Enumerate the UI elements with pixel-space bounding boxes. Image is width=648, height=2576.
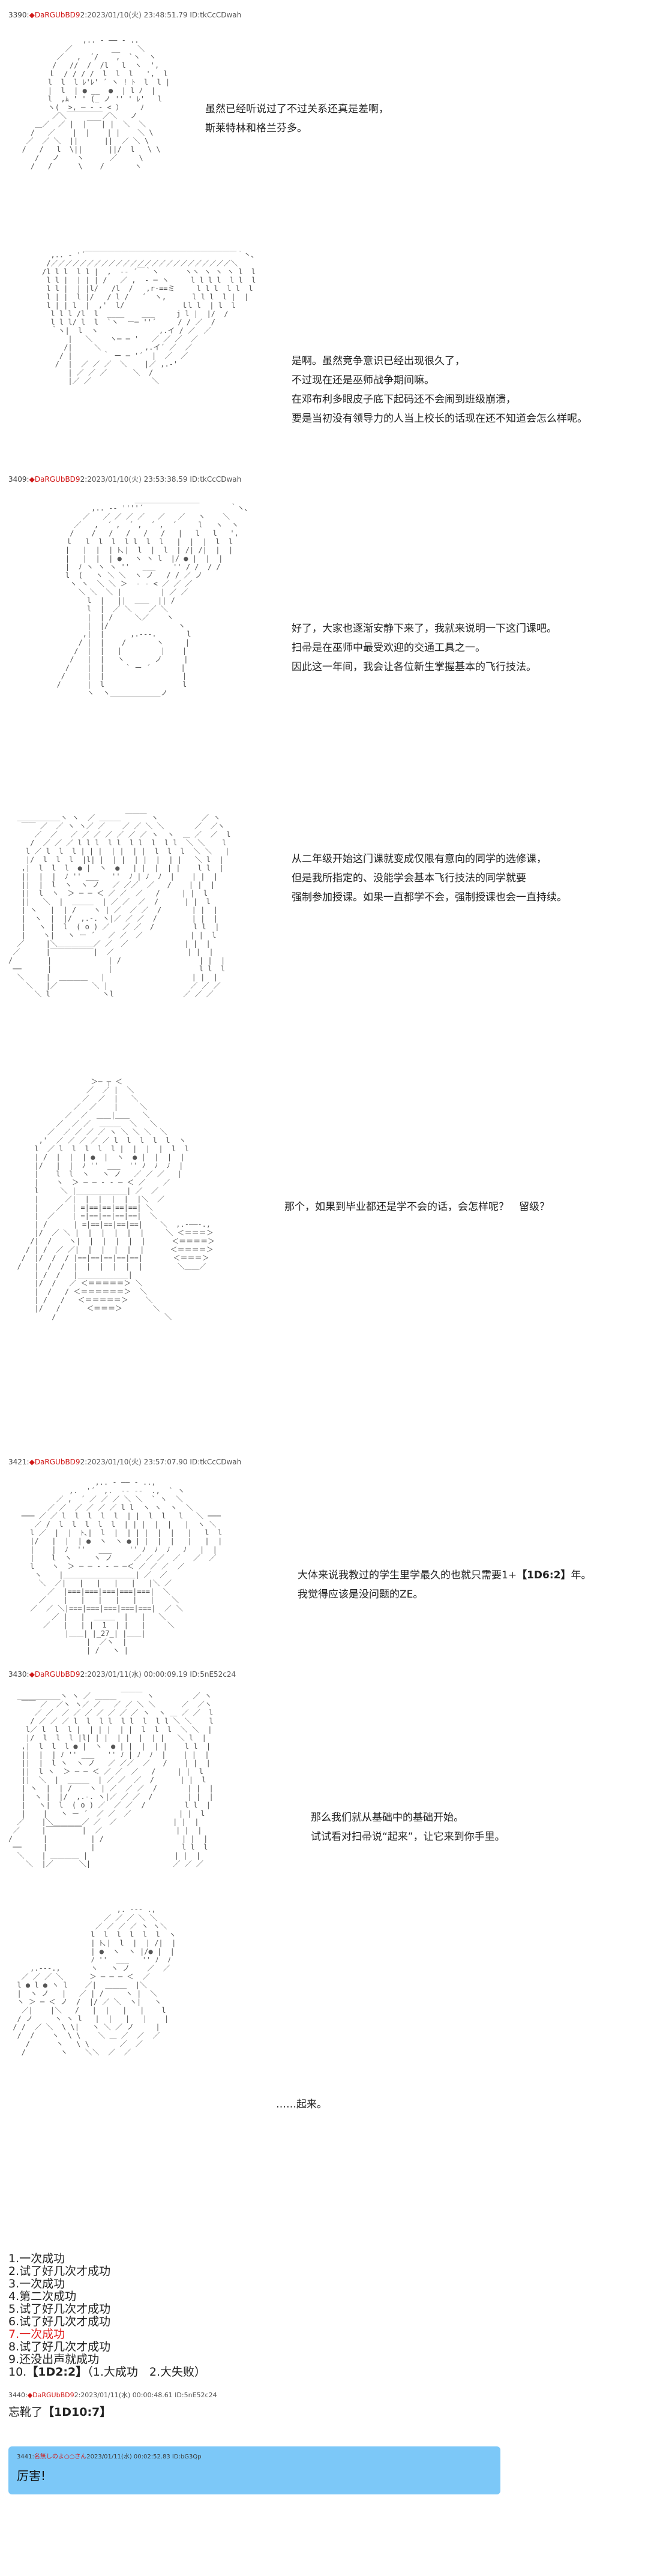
roll-option: 10.【1D2:2】（1.大成功 2.大失败） — [8, 2366, 206, 2379]
dialog-line: 但是我所指定的、没能学会基本飞行技法的同学就要 — [292, 872, 526, 884]
reader-comment: 3441:名無しのよ○○さん2023/01/11(水) 00:02:52.83 … — [8, 2446, 500, 2494]
post-meta: 2023/01/10(火) 23:48:51.79 ID:tkCcCDwah — [87, 11, 242, 19]
dialog-block: ……起来。 — [276, 2095, 327, 2114]
roll-option: 5.试了好几次才成功 — [8, 2302, 111, 2316]
ascii-art-character: ＿＿＿＿＿＿＿＿＿ ,.. -‐ ''''´ ｀ヽ、 ／ ／ ／ ／ ／ ／ ／… — [56, 496, 252, 697]
ascii-art-character: ＿＿＿＿＿＿ヽ ヽ ／ ＿＿＿ ￣￣￣ ヽ ／ ヽ ￣￣ ／ ／ ヽ ヽ／ ／ … — [8, 813, 231, 998]
dialog-text: 大体来说我教过的学生里学最久的也就只需要1+ — [298, 1569, 517, 1581]
dialog-line: 斯莱特林和格兰芬多。 — [205, 122, 307, 134]
post-header-3409: 3409:◆DaRGUbBD92:2023/01/10(火) 23:53:38.… — [8, 474, 241, 484]
post-sep: 2: — [80, 475, 88, 484]
post-sep: 2: — [80, 11, 88, 19]
roll-option-selected: 7.一次成功 — [8, 2328, 65, 2341]
post-number: 3430: — [8, 1670, 29, 1679]
dialog-line: 好了，大家也逐渐安静下来了，我就来说明一下这门课吧。 — [292, 623, 557, 635]
post-sep: 2: — [80, 1458, 88, 1466]
post-sep: 2: — [74, 2391, 81, 2399]
dialog-line: 强制参加授课。如果一直都学不会，强制授课也会一直持续。 — [292, 891, 567, 903]
dialog-line: 扫帚是在巫师中最受欢迎的交通工具之一。 — [292, 642, 485, 654]
roll-option: 1.一次成功 — [8, 2252, 65, 2265]
roll-option: 8.试了好几次才成功 — [8, 2340, 111, 2353]
post-header-3421: 3421:◆DaRGUbBD92:2023/01/10(火) 23:57:07.… — [8, 1457, 241, 1467]
post-header-3440: 3440:◆DaRGUbBD92:2023/01/11(水) 00:00:48.… — [8, 2390, 217, 2400]
comment-meta: 2023/01/11(水) 00:02:52.83 ID:bG3Qp — [86, 2454, 202, 2460]
ascii-art-character: ,.. - '´￣￣￣￣￣￣￣￣￣￣￣￣￣￣￣￣￣￣￣￣￣｀丶、 /／／／／／／… — [42, 251, 259, 385]
dialog-line: 试试看对扫帚说“起来”，让它来到你手里。 — [311, 1831, 505, 1843]
ascii-art-character: ＞─ ┬ ＜ ／ ／ | ＼ ／ ／ | ＼ ／ ／ | ＼ ／ ／ ＿＿|＿＿… — [17, 1077, 215, 1321]
post-header-3430: 3430:◆DaRGUbBD92:2023/01/11(水) 00:00:09.… — [8, 1669, 236, 1679]
dialog-block: 那个，如果到毕业都还是学不会的话，会怎样呢？ 留级？ — [284, 1197, 550, 1217]
dialog-line: 因此这一年间，我会让各位新生掌握基本的飞行技法。 — [292, 661, 536, 673]
post-number: 3409: — [8, 475, 29, 484]
dialog-block: 从二年级开始这门课就变成仅限有意向的同学的选修课， 但是我所指定的、没能学会基本… — [292, 849, 567, 907]
dialog-line: 那个，如果到毕业都还是学不会的话，会怎样呢？ 留级？ — [284, 1201, 550, 1213]
comment-header: 3441:名無しのよ○○さん2023/01/11(水) 00:02:52.83 … — [17, 2451, 492, 2460]
dialog-block: 虽然已经听说过了不过关系还真是差啊， 斯莱特林和格兰芬多。 — [205, 100, 389, 138]
roll-option: 3.一次成功 — [8, 2277, 65, 2290]
post-sep: 2: — [80, 1670, 88, 1679]
dialog-line: 要是当初没有领导力的人当上校长的话现在还不知道会怎么样呢。 — [292, 413, 587, 425]
dialog-line: 是啊。虽然竞争意识已经出现很久了， — [292, 355, 465, 367]
post-number: 3390: — [8, 11, 29, 19]
dice-roll-result: 【1D6:2】 — [517, 1569, 571, 1581]
dialog-line: 在邓布利多眼皮子底下起码还不会闹到班级崩溃， — [292, 394, 516, 406]
roll-option: 4.第二次成功 — [8, 2290, 77, 2303]
post-number: 3421: — [8, 1458, 29, 1466]
roll-option-number: 10. — [8, 2365, 27, 2379]
post-meta: 2023/01/11(水) 00:00:48.61 ID:5nE52c24 — [80, 2391, 217, 2399]
final-roll-line: 忘靴了【1D10:7】 — [8, 2403, 111, 2419]
final-roll-text: 忘靴了 — [8, 2406, 43, 2419]
comment-body: 厉害! — [17, 2469, 46, 2483]
post-meta: 2023/01/11(水) 00:00:09.19 ID:5nE52c24 — [87, 1670, 236, 1679]
dice-roll-result: 【1D2:2】 — [26, 2365, 88, 2379]
roll-option-text: （1.大成功 2.大失败） — [87, 2365, 206, 2379]
ascii-art-character: ,.. - ―― - .. ／ __ ＼ ／ , ´/ , `ヽ ヽ / // … — [22, 36, 170, 170]
dialog-block: 好了，大家也逐渐安静下来了，我就来说明一下这门课吧。 扫帚是在巫师中最受欢迎的交… — [292, 619, 557, 677]
poster-name: ◆DaRGUbBD9 — [29, 1670, 80, 1679]
dialog-line: 大体来说我教过的学生里学最久的也就只需要1+【1D6:2】年。 — [298, 1566, 591, 1585]
ascii-art-character: ,.. - ―― - .., ,. '´ ,. -‐ ‐- ., ` ヽ ／ ,… — [21, 1478, 223, 1655]
ascii-art-character: ,. -‐- ., ／ ／ ／ ＼ ＼ ／ ／ ／ ／ ヽ ヽ＼ l l l l… — [13, 1905, 176, 2056]
dialog-block: 大体来说我教过的学生里学最久的也就只需要1+【1D6:2】年。 我觉得应该是没问… — [298, 1566, 591, 1604]
roll-option: 6.试了好几次才成功 — [8, 2315, 111, 2328]
dialog-line: ……起来。 — [276, 2098, 327, 2110]
dialog-block: 那么我们就从基础中的基础开始。 试试看对扫帚说“起来”，让它来到你手里。 — [311, 1808, 505, 1847]
roll-option: 9.还没出声就成功 — [8, 2353, 100, 2366]
comment-number: 3441: — [17, 2454, 34, 2460]
dialog-block: 是啊。虽然竞争意识已经出现很久了， 不过现在还是巫师战争期间嘛。 在邓布利多眼皮… — [292, 352, 587, 428]
dialog-line: 从二年级开始这门课就变成仅限有意向的同学的选修课， — [292, 853, 547, 865]
dialog-line: 我觉得应该是没问题的ZE。 — [298, 1589, 424, 1601]
dice-roll-result: 【1D10:7】 — [43, 2406, 112, 2419]
roll-option: 2.试了好几次才成功 — [8, 2265, 111, 2278]
roll-options-list: 1.一次成功 2.试了好几次才成功 3.一次成功 4.第二次成功 5.试了好几次… — [8, 2253, 206, 2379]
dialog-line: 那么我们就从基础中的基础开始。 — [311, 1812, 464, 1824]
post-number: 3440: — [8, 2391, 28, 2399]
dialog-line: 虽然已经听说过了不过关系还真是差啊， — [205, 103, 389, 115]
poster-name: ◆DaRGUbBD9 — [29, 11, 80, 19]
post-meta: 2023/01/10(火) 23:57:07.90 ID:tkCcCDwah — [87, 1458, 242, 1466]
dialog-line: 不过现在还是巫师战争期间嘛。 — [292, 374, 434, 386]
poster-name: ◆DaRGUbBD9 — [29, 475, 80, 484]
dialog-text: 年。 — [571, 1569, 592, 1581]
comment-name: 名無しのよ○○さん — [34, 2454, 87, 2460]
ascii-art-character: ＿＿＿＿＿＿ヽ ヽ ／ ＿＿＿ ￣￣￣ ヽ ／ ヽ ￣￣ ／ ／ヽ ヽ／ ／ ／… — [8, 1692, 214, 1868]
poster-name: ◆DaRGUbBD9 — [27, 2391, 74, 2399]
post-meta: 2023/01/10(火) 23:53:38.59 ID:tkCcCDwah — [87, 475, 242, 484]
poster-name: ◆DaRGUbBD9 — [29, 1458, 80, 1466]
post-header-3390: 3390:◆DaRGUbBD92:2023/01/10(火) 23:48:51.… — [8, 10, 241, 20]
